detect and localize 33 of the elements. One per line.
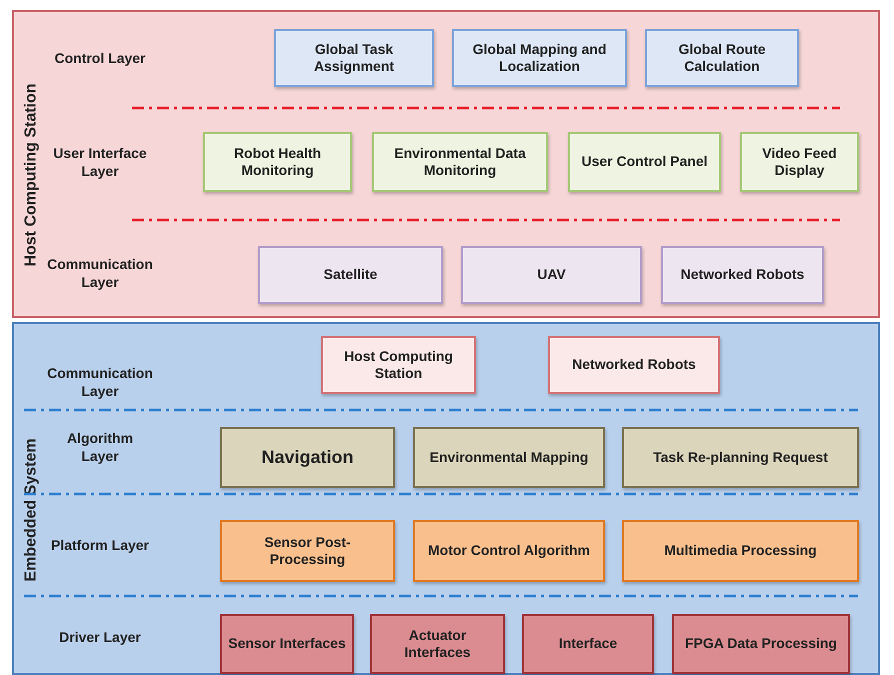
layer-label: Communication Layer — [46, 364, 154, 401]
layer-panel — [12, 10, 880, 318]
panel-title: Embedded System — [23, 438, 41, 582]
module-box: Networked Robots — [548, 336, 720, 394]
module-box: Environmental Mapping — [413, 427, 605, 488]
module-box: Host Computing Station — [321, 336, 476, 394]
layer-label: Platform Layer — [50, 536, 150, 555]
module-box: Satellite — [258, 246, 443, 304]
module-box: Navigation — [220, 427, 395, 488]
module-box: Robot Health Monitoring — [203, 132, 352, 192]
module-box: Multimedia Processing — [622, 520, 859, 582]
module-box: Sensor Interfaces — [220, 614, 354, 674]
module-box: FPGA Data Processing — [672, 614, 850, 674]
module-box: Actuator Interfaces — [370, 614, 505, 674]
layer-label: Algorithm Layer — [66, 428, 134, 466]
layer-label: Communication Layer — [46, 254, 154, 292]
layer-panel — [12, 322, 880, 675]
module-box: Global Route Calculation — [645, 29, 799, 87]
module-box: Global Mapping and Localization — [452, 29, 627, 87]
module-box: Video Feed Display — [740, 132, 859, 192]
module-box: Environmental Data Monitoring — [372, 132, 548, 192]
module-box: UAV — [461, 246, 642, 304]
module-box: Interface — [522, 614, 654, 674]
module-box: Motor Control Algorithm — [413, 520, 605, 582]
layer-label: Control Layer — [53, 48, 146, 68]
panel-title: Host Computing Station — [23, 83, 41, 267]
module-box: Networked Robots — [661, 246, 824, 304]
layer-label: Driver Layer — [58, 628, 142, 647]
module-box: User Control Panel — [568, 132, 721, 192]
module-box: Task Re-planning Request — [622, 427, 859, 488]
module-box: Sensor Post-Processing — [220, 520, 395, 582]
module-box: Global Task Assignment — [274, 29, 434, 87]
layer-label: User Interface Layer — [52, 144, 148, 181]
